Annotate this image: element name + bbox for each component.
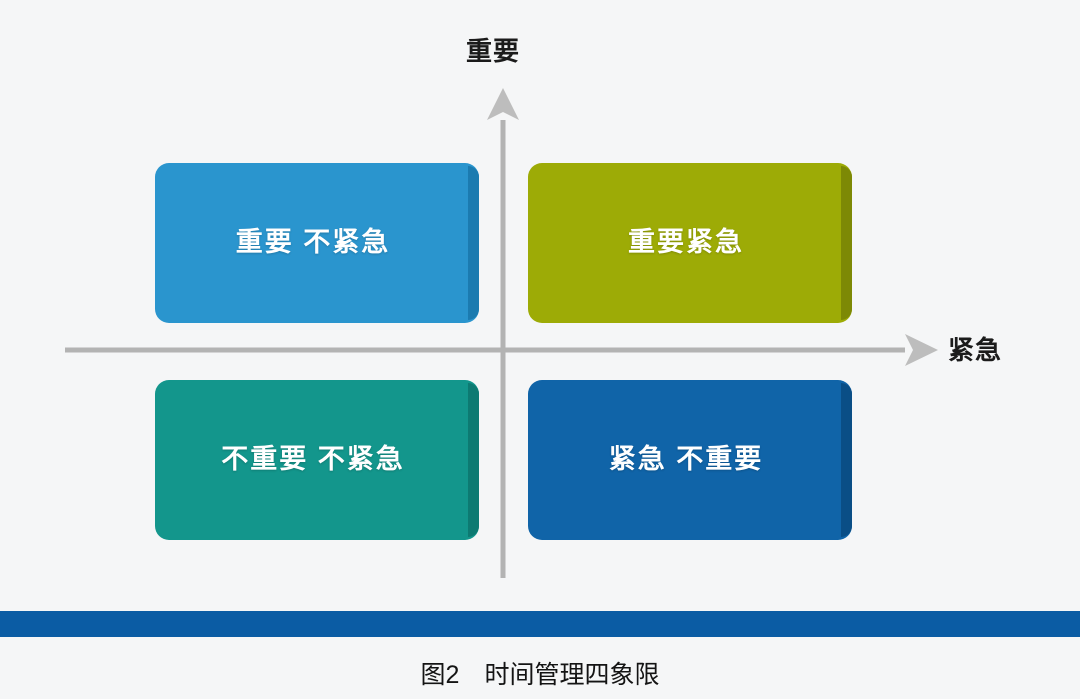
quadrant-label: 重要 不紧急 xyxy=(235,227,391,258)
quadrant-not-important-not-urgent[interactable]: 不重要 不紧急 xyxy=(155,380,479,540)
axis-label-vertical: 重要 xyxy=(466,36,521,66)
vertical-axis-arrowhead xyxy=(487,88,519,120)
quadrant-bevel xyxy=(468,383,479,537)
quadrant-important-urgent[interactable]: 重要紧急 xyxy=(528,163,852,323)
quadrant-face xyxy=(528,380,852,540)
quadrant-label: 重要紧急 xyxy=(628,227,744,258)
figure-caption: 图2 时间管理四象限 xyxy=(420,661,660,689)
quadrant-label: 紧急 不重要 xyxy=(608,444,764,475)
horizontal-axis-arrowhead xyxy=(905,334,938,366)
quadrant-bevel xyxy=(841,166,852,320)
quadrant-face xyxy=(155,163,479,323)
axis-label-horizontal: 紧急 xyxy=(948,335,1003,365)
quadrant-urgent-not-important[interactable]: 紧急 不重要 xyxy=(528,380,852,540)
quadrant-bevel xyxy=(841,383,852,537)
quadrant-label: 不重要 不紧急 xyxy=(221,444,405,475)
quadrant-face xyxy=(155,380,479,540)
bottom-accent-bar xyxy=(0,611,1080,637)
quadrant-bevel xyxy=(468,166,479,320)
quadrant-face xyxy=(528,163,852,323)
quadrant-important-not-urgent[interactable]: 重要 不紧急 xyxy=(155,163,479,323)
